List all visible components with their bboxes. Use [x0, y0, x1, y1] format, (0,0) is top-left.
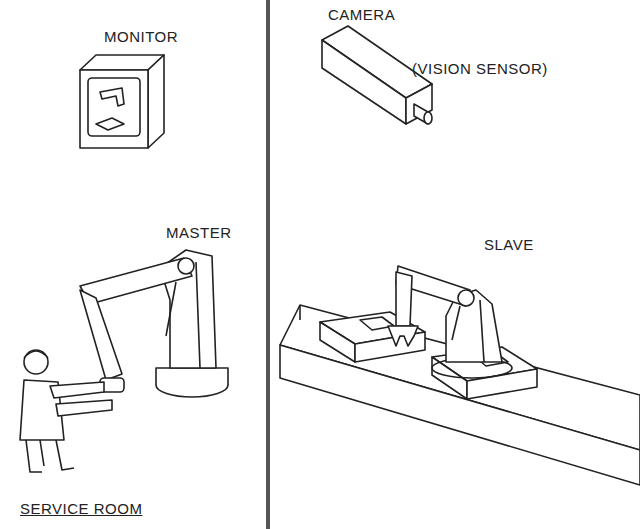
master-robot	[80, 250, 228, 397]
master-upper-arm	[80, 258, 192, 304]
room-divider	[266, 0, 270, 529]
conveyor-end	[299, 305, 301, 320]
slave-column-edge	[480, 300, 484, 362]
screen-robot	[100, 88, 124, 106]
camera-side	[322, 40, 406, 124]
slave-parallel-link	[452, 306, 460, 340]
monitor-side	[148, 55, 164, 148]
operator-head	[24, 350, 48, 374]
monitor-front	[80, 70, 148, 148]
part-label: CAMERA	[328, 6, 395, 23]
operator-arm	[50, 382, 104, 398]
slave-forearm	[396, 272, 412, 326]
slave-shoulder-joint	[458, 290, 474, 306]
master-forearm	[80, 290, 122, 380]
slave-robot	[388, 266, 512, 378]
part-label: SERVICE ROOM	[20, 500, 142, 517]
workpiece-side	[320, 322, 355, 362]
operator-legs	[26, 440, 74, 472]
operator-hair	[24, 351, 48, 358]
workpiece-front	[467, 369, 537, 399]
part-label: (VISION SENSOR)	[412, 60, 548, 77]
master-parallel-link	[166, 282, 176, 336]
master-base-ring	[156, 368, 228, 385]
monitor-screen	[88, 78, 140, 136]
slave-gripper	[388, 326, 418, 346]
master-shoulder-joint	[178, 258, 194, 274]
part-label: SLAVE	[484, 236, 534, 253]
conveyor-front	[280, 345, 640, 485]
camera-lens	[424, 112, 432, 124]
master-column-edge	[196, 262, 200, 368]
part-label: MONITOR	[104, 28, 178, 45]
operator-arm	[56, 400, 112, 416]
camera-front	[406, 84, 432, 124]
part-label: MASTER	[166, 224, 232, 241]
screen-workpiece	[96, 118, 124, 130]
monitor-drawing	[80, 55, 164, 148]
operator-figure	[20, 350, 112, 472]
